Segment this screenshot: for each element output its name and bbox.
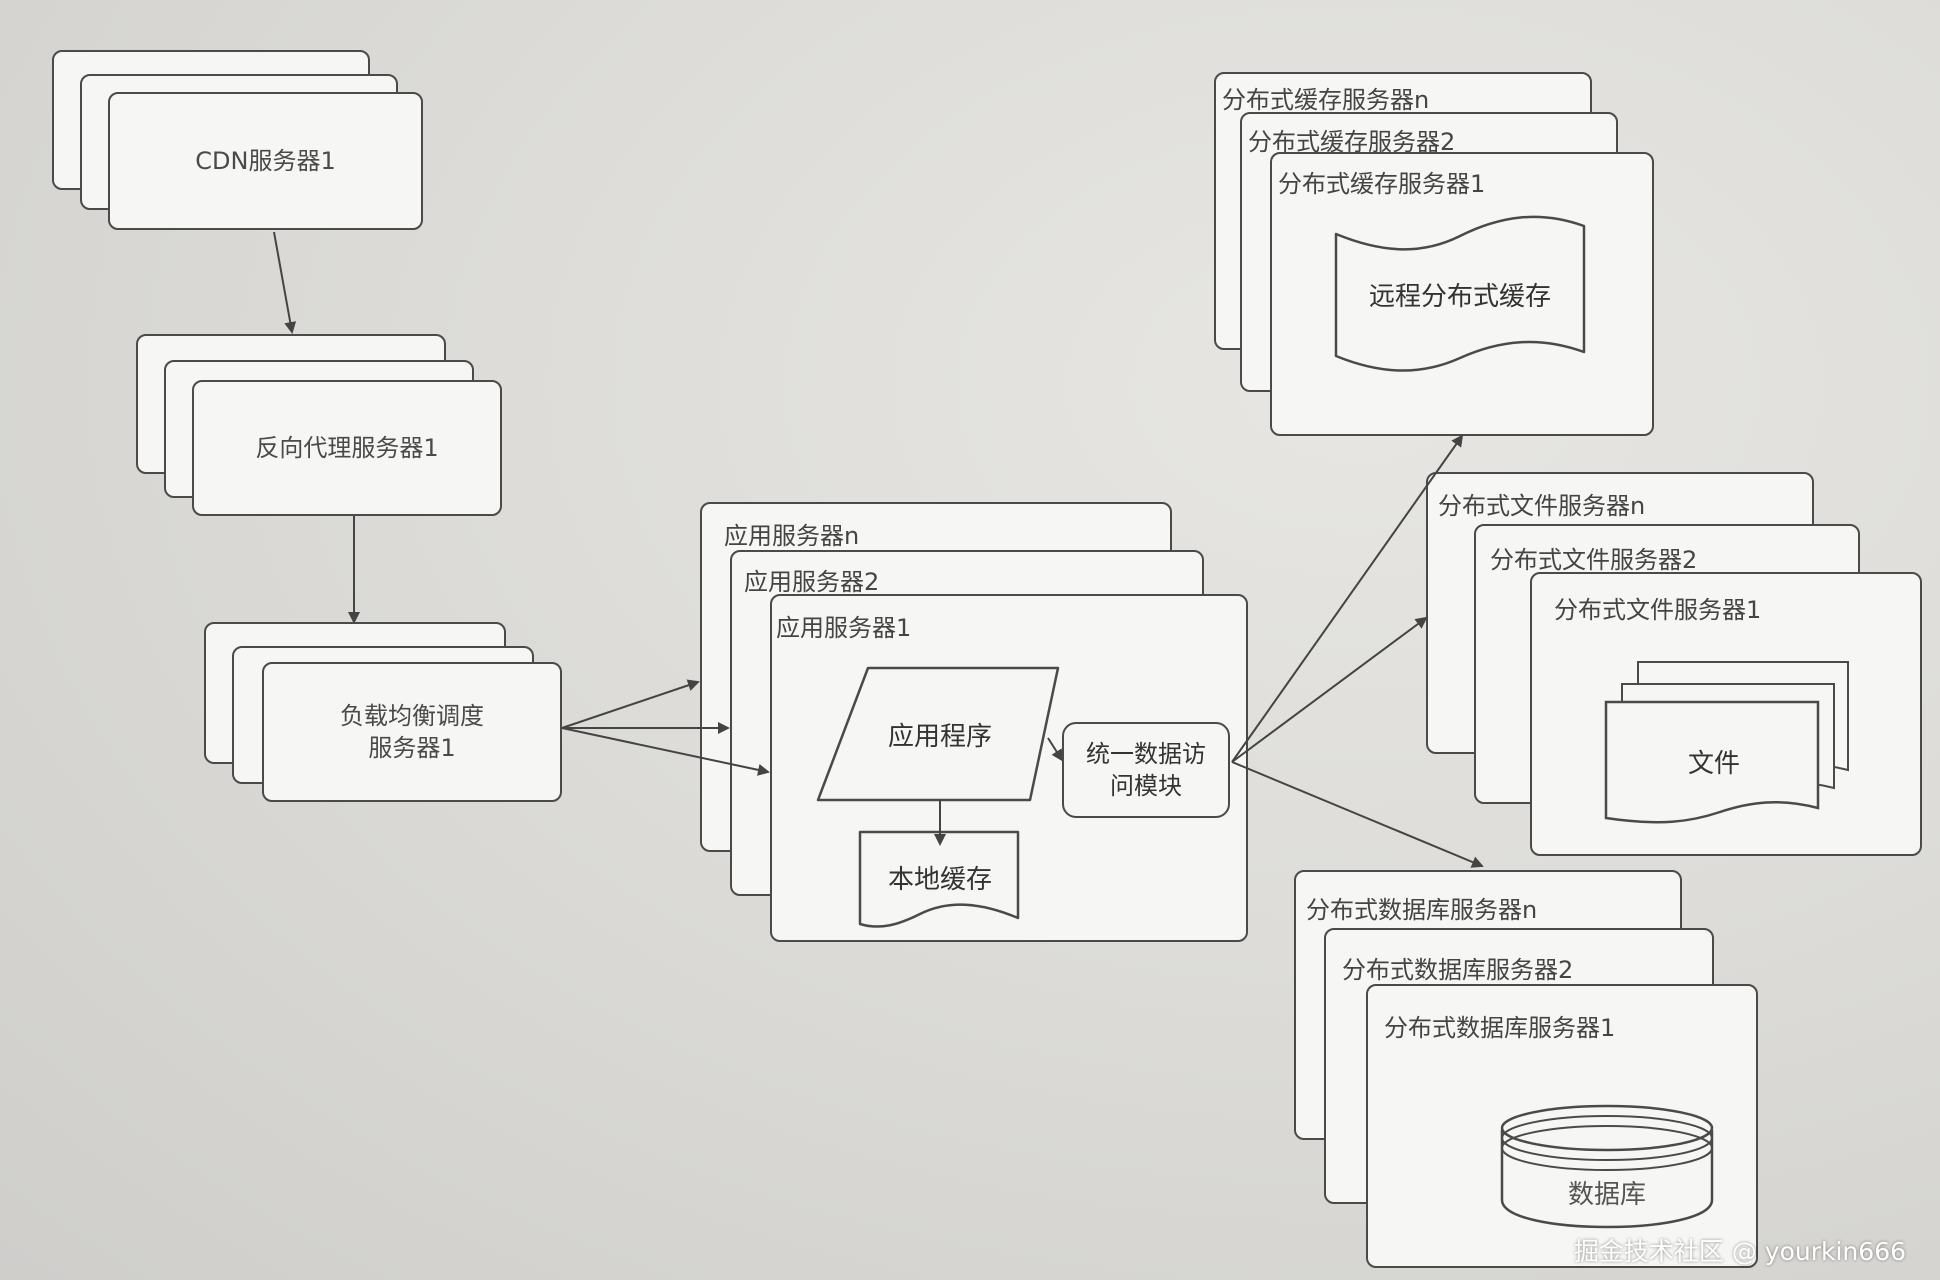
arrow-access-to-file — [1231, 616, 1428, 763]
load-balancer-label: 负载均衡调度服务器1 — [264, 664, 560, 800]
cdn-server-front: CDN服务器1 — [108, 92, 423, 230]
database-label: 数据库 — [1567, 1179, 1646, 1210]
app-server-front-label: 应用服务器1 — [776, 614, 912, 642]
db-server-middle-label: 分布式数据库服务器2 — [1342, 956, 1574, 984]
cdn-server-label: CDN服务器1 — [195, 146, 336, 175]
reverse-proxy-front: 反向代理服务器1 — [192, 380, 502, 516]
app-server-back-label: 应用服务器n — [724, 522, 860, 550]
remote-cache-label: 远程分布式缓存 — [1368, 281, 1551, 312]
load-balancer-label-line2: 服务器1 — [368, 734, 456, 762]
file-server-front-label: 分布式文件服务器1 — [1554, 596, 1762, 624]
data-access-line1: 统一数据访 — [1086, 739, 1206, 768]
cache-server-middle-label: 分布式缓存服务器2 — [1248, 128, 1456, 156]
arrow-access-to-db — [1231, 761, 1484, 868]
cache-server-back-label: 分布式缓存服务器n — [1222, 86, 1430, 114]
data-access-line2: 问模块 — [1110, 772, 1182, 800]
local-cache-label: 本地缓存 — [887, 864, 992, 895]
app-server-middle-label: 应用服务器2 — [744, 568, 880, 596]
load-balancer-label-line1: 负载均衡调度 — [340, 701, 484, 730]
file-server-middle-label: 分布式文件服务器2 — [1490, 546, 1698, 574]
arrow-lb-to-app-n — [561, 679, 700, 729]
cache-server-front-label: 分布式缓存服务器1 — [1278, 170, 1486, 198]
data-access-module: 统一数据访问模块 — [1062, 722, 1230, 818]
reverse-proxy-label: 反向代理服务器1 — [255, 433, 439, 462]
load-balancer-front: 负载均衡调度服务器1 — [262, 662, 562, 802]
db-server-back-label: 分布式数据库服务器n — [1306, 896, 1538, 924]
arrow-cdn-to-proxy — [273, 231, 297, 334]
app-program-label: 应用程序 — [887, 721, 992, 752]
file-label: 文件 — [1687, 748, 1740, 779]
file-server-front: 分布式文件服务器1 — [1530, 572, 1922, 856]
db-server-front-label: 分布式数据库服务器1 — [1384, 1014, 1616, 1042]
db-server-front: 分布式数据库服务器1 — [1366, 984, 1758, 1268]
watermark-text: 掘金技术社区 @ yourkin666 — [1573, 1237, 1906, 1266]
file-server-back-label: 分布式文件服务器n — [1438, 492, 1646, 520]
